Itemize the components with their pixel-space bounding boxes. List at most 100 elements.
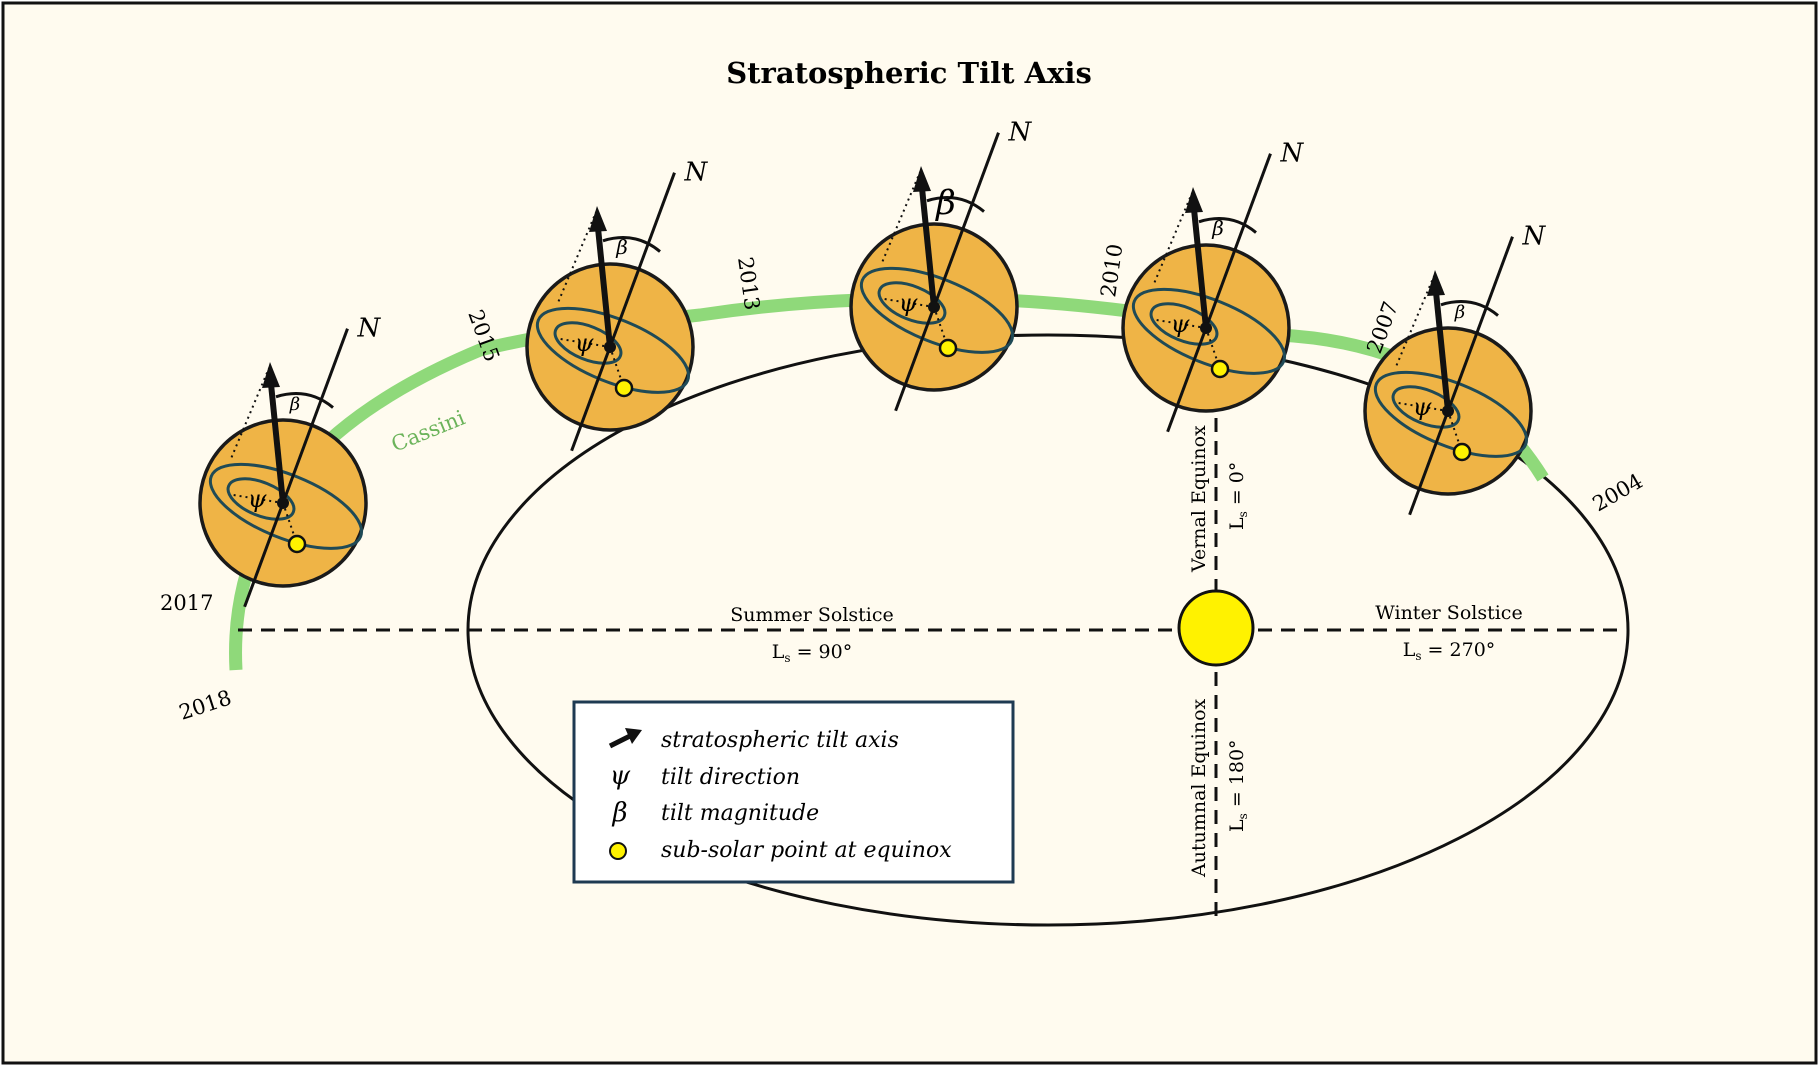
ls-value: 90° (819, 641, 853, 663)
dotted-psi-line (1154, 318, 1207, 329)
psi-label: ψ (1413, 393, 1433, 421)
psi-arc-line (1391, 385, 1461, 429)
ls-symbol: L (772, 641, 785, 663)
tilt-axis-arrow (919, 187, 937, 308)
ls-equals: = (1226, 483, 1248, 511)
ls-subscript: s (1236, 813, 1250, 819)
vernal-equinox-ls: Ls = 0° (1226, 462, 1250, 530)
autumnal-equinox-label: Autumnal Equinox (1188, 698, 1210, 878)
psi-label: ψ (899, 289, 919, 317)
ls-subscript: s (784, 651, 790, 665)
legend-item-subsolar-point: sub-solar point at equinox (609, 838, 952, 863)
planet: Nβψ (198, 314, 381, 608)
psi-arc-line (877, 281, 947, 325)
svg-text:Ls = 0°: Ls = 0° (1226, 462, 1250, 530)
planet-ring-line (1131, 287, 1287, 375)
north-label: N (1521, 222, 1546, 252)
beta-arc (602, 236, 661, 253)
sun (1177, 589, 1255, 667)
subsolar-point-icon (1210, 359, 1230, 379)
ls-symbol: L (1226, 819, 1248, 832)
planet-center-dot (604, 341, 616, 353)
svg-text:Ls = 180°: Ls = 180° (1226, 739, 1250, 832)
psi-label: ψ (575, 329, 595, 357)
north-axis-line (1408, 236, 1514, 516)
figure-title: Stratospheric Tilt Axis (726, 56, 1092, 90)
beta-label: β (1454, 302, 1465, 323)
winter-solstice-ls: Ls = 270° (1403, 639, 1496, 663)
north-label: N (1007, 118, 1032, 148)
psi-arc-line (553, 321, 623, 365)
winter-solstice-label: Winter Solstice (1375, 602, 1522, 624)
north-axis-line (243, 328, 349, 608)
ls-value: 180° (1226, 739, 1248, 785)
legend: stratospheric tilt axis ψ tilt direction… (572, 700, 1015, 884)
svg-text:Ls = 270°: Ls = 270° (1403, 639, 1496, 663)
legend-item-tilt-axis: stratospheric tilt axis (608, 728, 899, 753)
dotted-projection-line (881, 171, 921, 262)
subsolar-dot-icon (609, 842, 627, 860)
planet: Nβψ (1121, 139, 1304, 433)
summer-solstice-label: Summer Solstice (730, 604, 894, 626)
planet-ring-line (859, 266, 1015, 354)
north-axis-line (1166, 153, 1272, 433)
planet-center-dot (277, 497, 289, 509)
planet-ring-line (535, 306, 691, 394)
planet: Nβ ψ (849, 118, 1032, 412)
dotted-psi-line (558, 337, 611, 348)
dotted-projection-line (1395, 275, 1435, 366)
tilt-axis-arrow (595, 227, 613, 348)
beta-symbol-icon: β (611, 798, 627, 828)
beta-arc (926, 196, 985, 213)
psi-label: ψ (1171, 310, 1191, 338)
legend-text: sub-solar point at equinox (661, 838, 952, 863)
legend-item-tilt-magnitude: β tilt magnitude (611, 798, 819, 828)
ls-value: 0° (1226, 462, 1248, 484)
ls-equals: = (1422, 639, 1450, 661)
beta-arc (275, 392, 334, 409)
dotted-psi-line (882, 297, 935, 308)
tilt-arrow-head-icon (589, 206, 607, 233)
ls-symbol: L (1226, 517, 1248, 530)
tilt-axis-arrow (1191, 208, 1209, 329)
planet-center-dot (1442, 405, 1454, 417)
ls-subscript: s (1415, 649, 1421, 663)
beta-label: β (615, 235, 628, 259)
tilt-axis-arrow (268, 383, 286, 504)
psi-arc-line (1149, 302, 1219, 346)
ls-subscript: s (1236, 511, 1250, 517)
ls-value: 270° (1450, 639, 1496, 661)
tilt-arrow-head-icon (1185, 187, 1203, 214)
dotted-projection-line (230, 367, 270, 458)
psi-arc-line (226, 477, 296, 521)
north-label: N (356, 314, 381, 344)
ls-equals: = (1226, 785, 1248, 813)
psi-label: ψ (248, 485, 268, 513)
planet-ring-line (208, 462, 364, 550)
ls-symbol: L (1403, 639, 1416, 661)
beta-arc (1198, 217, 1257, 234)
dotted-psi-line (231, 493, 284, 504)
beta-label: β (934, 183, 956, 223)
summer-solstice-ls: Ls = 90° (772, 641, 852, 665)
svg-text:Ls = 90°: Ls = 90° (772, 641, 852, 665)
legend-text: tilt magnitude (661, 801, 819, 826)
dotted-projection-line (557, 211, 597, 302)
planet-ring-line (1373, 370, 1529, 458)
planet-center-dot (928, 301, 940, 313)
tilt-axis-arrow (1433, 291, 1451, 412)
legend-text: tilt direction (661, 765, 800, 790)
vernal-equinox-label: Vernal Equinox (1188, 425, 1210, 573)
planet: Nβ ψ (525, 158, 708, 452)
legend-arrow-icon (625, 728, 642, 744)
legend-arrow-shaft (608, 732, 634, 749)
autumnal-equinox-ls: Ls = 180° (1226, 739, 1250, 832)
north-label: N (683, 158, 708, 188)
tilt-arrow-head-icon (1427, 270, 1445, 297)
planet-center-dot (1200, 322, 1212, 334)
subsolar-point-icon (1452, 442, 1472, 462)
ls-equals: = (791, 641, 819, 663)
north-label: N (1279, 139, 1304, 169)
year-label-2017: 2017 (160, 591, 213, 615)
